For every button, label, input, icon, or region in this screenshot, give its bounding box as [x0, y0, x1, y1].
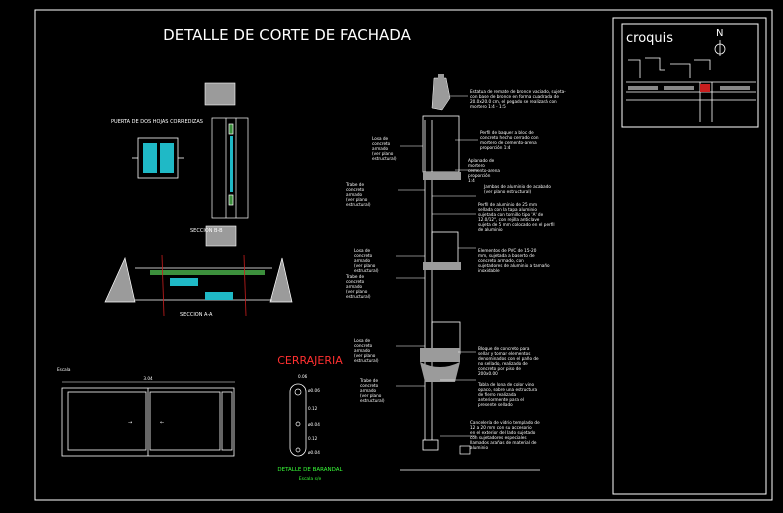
note-slab-3: Losa de concreto armado (ver plano estru… [354, 338, 379, 363]
door-detail: PUERTA DE DOS HOJAS CORREDIZAS SECCION B… [104, 82, 293, 318]
footing [459, 445, 471, 455]
elevation-width-dim: 3.04 [143, 376, 153, 381]
note-pvc: Elementos de PVC de 15-20 mm, sujetada a… [478, 248, 551, 273]
north-label: N [716, 28, 723, 39]
cerrajeria-top-dim: 0.06 [298, 374, 308, 379]
baranda-tube-mid [295, 421, 301, 427]
note-slab-2: Losa de concreto armado (ver plano estru… [354, 248, 379, 273]
note-aplanado: Aplanado de mortero cemento-arena propor… [468, 158, 501, 183]
croquis-location-marker [700, 84, 710, 92]
note-glazing: Cancelería de vidrio templado de 12 a 20… [470, 420, 541, 450]
cerrajeria-dim-2: 0.12 [308, 406, 318, 411]
baranda-profile [289, 383, 307, 457]
note-jambas: Jambas de aluminio de acabado (ver plano… [483, 184, 552, 194]
cerrajeria-dim-4: 0.12 [308, 436, 318, 441]
section-aa-label: SECCION A-A [180, 312, 213, 318]
note-beam-3: Trabe de concreto armado (ver plano estr… [359, 378, 385, 403]
cerrajeria-detail: CERRAJERIA 0.06 ø0.06 0.12 ø0.04 0.12 ø0… [277, 354, 343, 482]
concrete-block-hatch [204, 82, 236, 106]
north-arrow-icon [714, 40, 726, 56]
note-aluminum-profile: Perfil de aluminio de 25 mm sellada con … [478, 202, 556, 232]
concrete-block-hatch-lower [205, 225, 237, 247]
note-statue: Estatua de remate de bronce vaciado, suj… [470, 89, 567, 109]
elevation-scale-label: Escala [57, 367, 71, 372]
croquis-panel: croquis N [621, 23, 759, 128]
baranda-caption: DETALLE DE BARANDAL [277, 467, 343, 473]
cerrajeria-title: CERRAJERIA [277, 354, 343, 367]
statue-head [438, 74, 444, 82]
section-cut-line-left [161, 254, 165, 317]
slab-hatch-mid [423, 262, 461, 270]
window-elevation: Escala 3.04 → ← [57, 367, 235, 457]
section-aa-drawing [104, 256, 293, 303]
slab-hatch-low [420, 348, 460, 362]
section-bb-label: SECCION B-B [190, 228, 223, 234]
sheet-title: DETALLE DE CORTE DE FACHADA [163, 26, 411, 44]
note-slab-1: Losa de concreto armado (ver plano estru… [372, 136, 397, 161]
croquis-frame [621, 23, 759, 128]
statue-icon [431, 77, 451, 111]
baranda-tube-top [294, 388, 302, 396]
door-label: PUERTA DE DOS HOJAS CORREDIZAS [111, 119, 203, 125]
croquis-site-plan [626, 57, 756, 122]
slab-hatch-top [423, 172, 461, 180]
cerrajeria-dim-3: ø0.04 [308, 422, 320, 427]
arrow-left-icon: ← [160, 420, 164, 426]
note-beam-1: Trabe de concreto armado (ver plano estr… [345, 182, 371, 207]
baranda-tube-bot [295, 447, 301, 453]
section-bb-glass [230, 136, 233, 192]
section-cut-line-right [243, 254, 247, 317]
note-beam-2: Trabe de concreto armado (ver plano estr… [345, 274, 371, 299]
slab-base-hatch [420, 362, 460, 382]
baranda-caption-scale: Escala s/e [299, 476, 322, 482]
arrow-right-icon: → [128, 420, 132, 426]
cerrajeria-dim-1: ø0.06 [308, 388, 320, 393]
note-block-profile: Perfil de baquer a bloc de concreto hech… [480, 130, 540, 150]
section-bb-drawing [211, 117, 249, 219]
door-leaf-right [160, 143, 174, 173]
cerrajeria-dim-5: ø0.04 [308, 450, 320, 455]
croquis-label: croquis [626, 31, 673, 46]
sheet-border [34, 9, 773, 501]
note-concrete-block: Bloque de concreto para sellar y tomar e… [478, 346, 540, 376]
note-canvas: Tabla de lona de color vino opaco, sobre… [477, 382, 538, 407]
facade-section: Estatua de remate de bronce vaciado, suj… [345, 74, 567, 471]
door-leaf-left [143, 143, 157, 173]
